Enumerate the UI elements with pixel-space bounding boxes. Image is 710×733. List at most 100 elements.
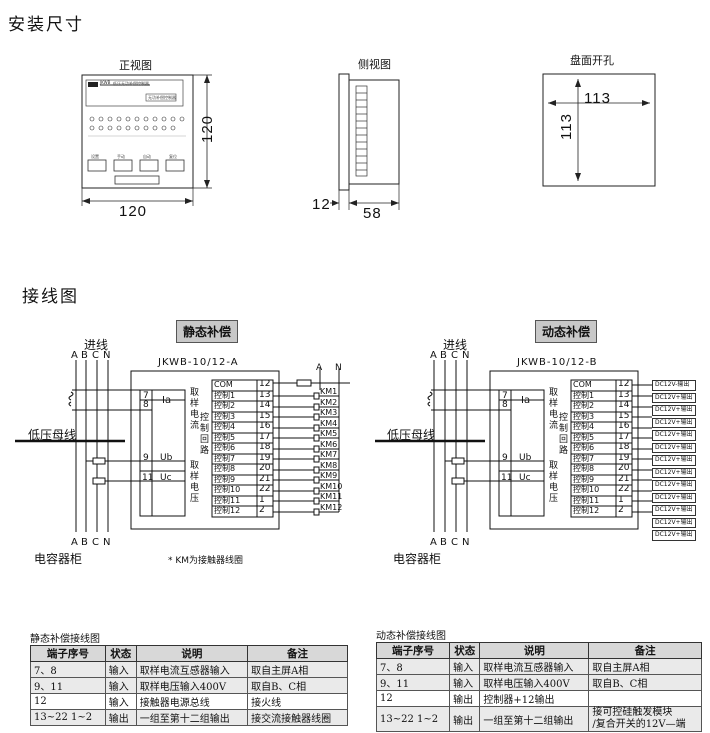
static-cabinet-label: 电容器柜 [34,552,83,566]
static-th-desc: 说明 [135,645,249,662]
static-terminal-name-5: 控制5 [214,432,236,442]
dynamic-terminal-name-1: 控制1 [573,390,595,400]
static-terminal-num-1: 13 [259,389,271,400]
dynamic-phase-n: N [462,350,470,361]
dynamic-terminal-name-0: COM [573,380,592,389]
btn-label-auto: 自动 [143,154,151,159]
static-an-n: N [335,363,342,373]
dc-output-0: DC12V-输出 [652,380,696,391]
dynamic-terminal-name-8: 控制8 [573,464,595,473]
static-phase-a: A [71,350,78,361]
dc-output-10: DC12V+输出 [652,505,696,516]
dynamic-th-remark: 备注 [588,642,702,659]
table-row: 9、11 输入 取样电压输入400V 取自B、C相 [375,674,702,691]
dynamic-terminal-name-12: 控制12 [573,506,600,515]
km-label-9: KM9 [320,471,338,480]
cell: 输出 [449,706,481,732]
dynamic-th-desc: 说明 [479,642,590,659]
dc-output-4: DC12V+输出 [652,430,696,441]
cell: 输入 [449,674,481,691]
table-row: 12 输入 接触器电源总线 接火线 [30,693,348,710]
static-th-remark: 备注 [247,645,348,662]
cell: 一组至第十二组输出 [479,706,590,732]
cell: 9、11 [375,674,451,691]
static-terminal-num-7: 19 [259,452,271,463]
cutout-width-dim: 113 [584,90,611,107]
cell: 取自主屏A相 [247,661,348,678]
static-terminal-num-11: 1 [259,494,265,505]
cell: 12 [30,693,106,710]
dynamic-terminal-num-5: 17 [618,431,630,442]
table-row: 9、11 输入 取样电压输入400V 取自B、C相 [30,677,348,694]
cell: 13~22 1~2 [30,709,106,726]
static-ub: Ub [160,453,173,463]
cell [588,690,702,707]
cell: 取样电流互感器输入 [135,661,249,678]
static-terminal-name-12: 控制12 [214,506,241,515]
dynamic-phase-b-bottom: B [440,537,447,548]
dynamic-control-loop: 控制回路 [559,413,569,456]
dynamic-phase-n-bottom: N [462,537,470,548]
side-depth-dim: 58 [363,205,382,222]
km-label-7: KM7 [320,450,338,459]
cell: 接触器电源总线 [135,693,249,710]
table-row: 13~22 1~2 输出 一组至第十二组输出 接可控硅触发模块 /复合开关的12… [375,706,702,732]
static-term-11: 11 [142,473,154,483]
km-label-8: KM8 [320,460,338,470]
btn-label-reset: 复位 [169,154,177,159]
cell: 取样电压输入400V [479,674,590,691]
table-row: 12 输出 控制器+12输出 [375,690,702,707]
static-terminal-name-3: 控制3 [214,411,236,421]
dynamic-terminal-num-12: 2 [618,505,624,515]
km-label-2: KM2 [320,397,338,407]
static-term-8: 8 [143,400,149,410]
static-model: JKWB-10/12-A [158,357,239,368]
static-terminal-num-12: 2 [259,505,265,515]
static-th-terminal: 端子序号 [30,645,106,662]
dynamic-terminal-name-4: 控制4 [573,422,595,431]
dynamic-inlet-label: 进线 [443,338,468,352]
km-label-12: KM12 [320,502,343,512]
wiring-title: 接线图 [22,287,79,307]
dc-output-8: DC12V+输出 [652,480,696,491]
cell: 取自B、C相 [247,677,348,694]
dynamic-terminal-num-3: 15 [618,410,630,421]
cell: 接交流接触器线圈 [247,709,348,726]
static-terminal-num-0: 12 [259,379,271,389]
dynamic-table: 端子序号 状态 说明 备注 7、8 输入 取样电流互感器输入 取自主屏A相 9、… [375,642,702,732]
dynamic-terminal-name-5: 控制5 [573,432,595,442]
dynamic-terminal-name-6: 控制6 [573,443,595,452]
dynamic-bus-label: 低压母线 [387,428,436,442]
dynamic-th-status: 状态 [449,642,481,659]
side-view-device [338,73,400,191]
dc-output-2: DC12V+输出 [652,405,696,416]
dc-output-9: DC12V+输出 [652,492,696,503]
dynamic-table-title: 动态补偿接线图 [376,631,446,642]
side-front-dim: 12 [312,196,331,213]
btn-label-manual: 手动 [117,154,125,159]
km-label-1: KM1 [320,387,338,396]
dynamic-term-8: 8 [502,400,508,410]
static-terminal-name-11: 控制11 [214,495,241,505]
static-terminal-name-7: 控制7 [214,453,236,463]
static-terminal-num-2: 14 [259,400,271,410]
static-phase-b-bottom: B [81,537,88,548]
dc-output-3: DC12V+输出 [652,417,696,428]
cell: 13~22 1~2 [375,706,451,732]
static-phase-n-bottom: N [103,537,111,548]
btn-label-set: 设置 [91,154,99,159]
front-view-caption: 正视图 [119,59,152,72]
dynamic-th-terminal: 端子序号 [375,642,451,659]
dynamic-sample-voltage: 取样电压 [549,461,559,504]
static-terminal-name-6: 控制6 [214,443,236,452]
km-label-6: KM6 [320,439,338,449]
dc-output-7: DC12V+输出 [652,467,696,478]
remark-line-1: 接可控硅触发模块 [592,707,673,718]
static-terminal-num-8: 20 [259,463,271,473]
static-phase-c: C [92,350,99,361]
panel-cutout-caption: 盘面开孔 [570,54,614,67]
dynamic-uc: Uc [519,473,531,483]
